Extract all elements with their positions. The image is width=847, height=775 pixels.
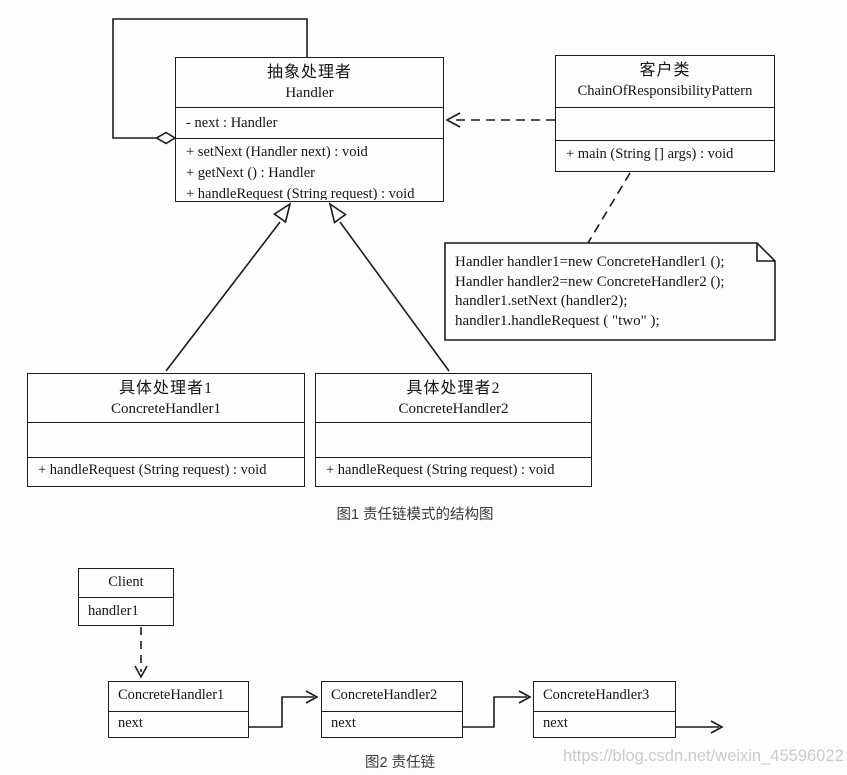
handler-class-name-cn: 抽象处理者	[266, 64, 352, 81]
client-class-name-cn: 客户类	[639, 62, 691, 79]
concretehandler1-method: + handleRequest (String request) : void	[38, 462, 267, 478]
client-methods-compartment: + main (String [] args) : void	[556, 140, 774, 169]
note-code-line: Handler handler2=new ConcreteHandler2 ()…	[455, 273, 725, 290]
handler-attributes-compartment: - next : Handler	[176, 107, 443, 138]
client-class-name-en: ChainOfResponsibilityPattern	[577, 83, 753, 99]
client-class-box: 客户类 ChainOfResponsibilityPattern + main …	[555, 55, 775, 172]
fig2-concretehandler1-box: ConcreteHandler1 next	[108, 681, 249, 738]
handler-method: + getNext () : Handler	[186, 165, 315, 181]
fig2-concretehandler2-box: ConcreteHandler2 next	[321, 681, 463, 738]
aggregation-diamond-icon	[154, 131, 177, 145]
dependency-arrowhead-icon	[445, 112, 461, 128]
fig2-concretehandler3-title: ConcreteHandler3	[543, 687, 650, 703]
concretehandler2-method: + handleRequest (String request) : void	[326, 462, 555, 478]
handler-class-title: 抽象处理者 Handler	[176, 58, 443, 107]
concretehandler1-class-title: 具体处理者1 ConcreteHandler1	[28, 374, 304, 422]
fig2-link1-line	[249, 696, 314, 728]
fig2-link2-arrowhead-icon	[518, 690, 532, 704]
note-code-line: handler1.handleRequest ( "two" );	[455, 312, 660, 329]
note-code-line: handler1.setNext (handler2);	[455, 293, 628, 309]
client-class-title: 客户类 ChainOfResponsibilityPattern	[556, 56, 774, 107]
fig2-client-title: Client	[108, 574, 144, 590]
handler-attribute: - next : Handler	[186, 115, 278, 131]
fig2-link2-line	[463, 696, 527, 728]
client-attributes-compartment	[556, 107, 774, 140]
generalization-triangle-icon-2	[328, 202, 347, 224]
generalization-line-concretehandler1	[165, 221, 281, 372]
concretehandler2-name-en: ConcreteHandler2	[398, 401, 509, 417]
concretehandler1-class-box: 具体处理者1 ConcreteHandler1 + handleRequest …	[27, 373, 305, 487]
code-note-outline	[444, 242, 776, 341]
fig2-client-box: Client handler1	[78, 568, 174, 626]
fig2-concretehandler3-box: ConcreteHandler3 next	[533, 681, 676, 738]
fig2-client-arrowhead-icon	[134, 665, 148, 679]
self-association-line	[112, 18, 308, 139]
handler-method: + handleRequest (String request) : void	[186, 186, 415, 200]
figure1-caption: 图1 责任链模式的结构图	[336, 507, 494, 523]
watermark: https://blog.csdn.net/weixin_45596022	[563, 747, 844, 765]
note-fold-corner-icon	[756, 243, 775, 262]
fig2-link1-arrowhead-icon	[305, 690, 319, 704]
concretehandler1-methods-compartment: + handleRequest (String request) : void	[28, 457, 304, 484]
concretehandler2-name-cn: 具体处理者2	[406, 380, 501, 397]
concretehandler1-name-cn: 具体处理者1	[118, 380, 213, 397]
fig2-concretehandler1-title: ConcreteHandler1	[118, 687, 225, 703]
note-anchor-dashed-line	[587, 172, 631, 244]
figure2-caption: 图2 责任链	[364, 755, 436, 771]
handler-class-name-en: Handler	[285, 85, 334, 101]
generalization-triangle-icon-1	[273, 202, 292, 224]
concretehandler2-attributes-compartment	[316, 422, 591, 457]
generalization-line-concretehandler2	[339, 221, 450, 372]
code-note-text: Handler handler1=new ConcreteHandler1 ()…	[455, 253, 767, 331]
concretehandler1-attributes-compartment	[28, 422, 304, 457]
note-code-line: Handler handler1=new ConcreteHandler1 ()…	[455, 254, 725, 270]
fig2-concretehandler2-title: ConcreteHandler2	[331, 687, 438, 703]
fig2-concretehandler3-field: next	[534, 711, 675, 736]
client-method: + main (String [] args) : void	[566, 146, 734, 162]
fig2-tail-arrowhead-icon	[710, 720, 724, 734]
handler-class-box: 抽象处理者 Handler - next : Handler + setNext…	[175, 57, 444, 202]
concretehandler2-class-title: 具体处理者2 ConcreteHandler2	[316, 374, 591, 422]
fig2-concretehandler1-field: next	[109, 711, 248, 736]
concretehandler2-class-box: 具体处理者2 ConcreteHandler2 + handleRequest …	[315, 373, 592, 487]
handler-methods-compartment: + setNext (Handler next) : void + getNex…	[176, 138, 443, 200]
fig2-concretehandler2-field: next	[322, 711, 462, 736]
concretehandler1-name-en: ConcreteHandler1	[111, 401, 221, 417]
concretehandler2-methods-compartment: + handleRequest (String request) : void	[316, 457, 591, 484]
fig2-client-field: handler1	[79, 597, 173, 624]
handler-method: + setNext (Handler next) : void	[186, 144, 368, 160]
